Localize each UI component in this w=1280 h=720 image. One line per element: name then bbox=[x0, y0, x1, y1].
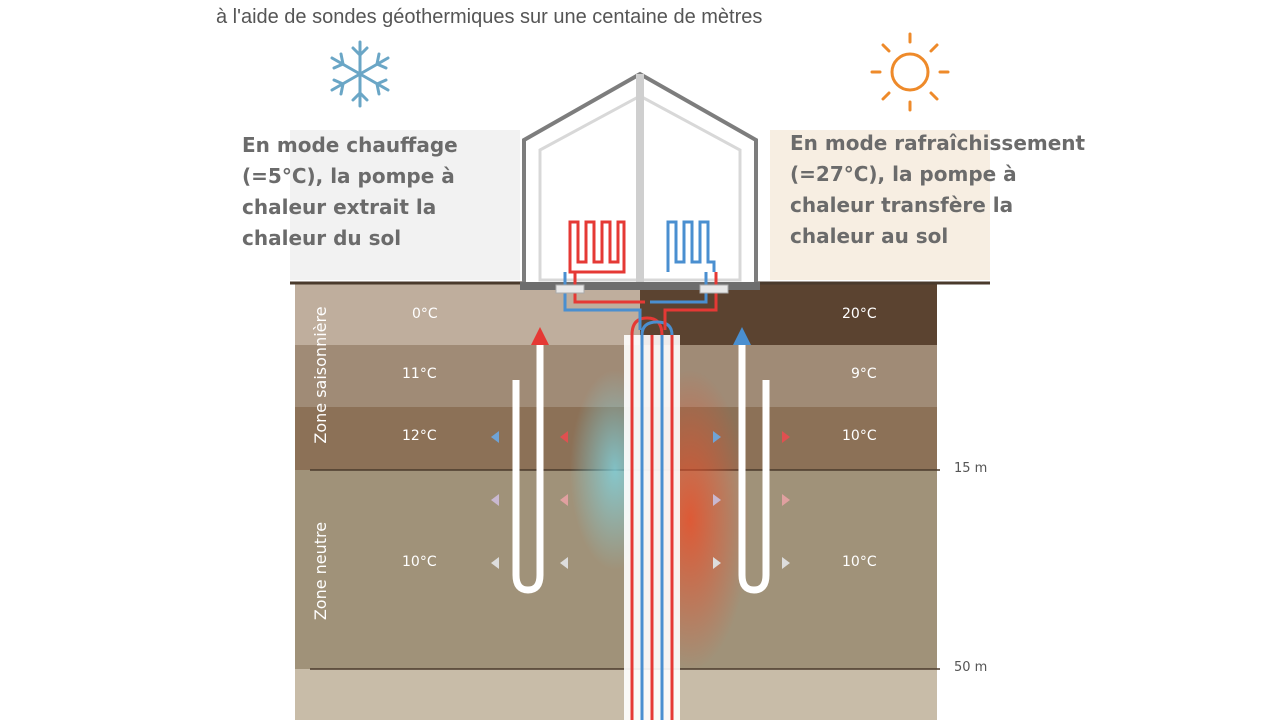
coil-cooling-right bbox=[666, 220, 716, 272]
loop-cooling bbox=[733, 327, 770, 594]
temp-left-surface: 0°C bbox=[412, 306, 438, 322]
pipe-right-blue bbox=[650, 272, 708, 304]
loop-heating bbox=[512, 327, 549, 594]
subtitle: à l'aide de sondes géothermiques sur une… bbox=[216, 6, 763, 28]
house bbox=[520, 71, 760, 290]
temp-right-mid: 9°C bbox=[851, 366, 877, 382]
heating-mode-text: En mode chauffage (=5°C), la pompe à cha… bbox=[242, 130, 458, 254]
temp-right-deep: 10°C bbox=[842, 428, 877, 444]
depth-label-50m: 50 m bbox=[954, 660, 988, 675]
temp-left-neutral: 10°C bbox=[402, 554, 437, 570]
cooling-mode-text: En mode rafraîchissement (=27°C), la pom… bbox=[790, 128, 1085, 252]
snowflake-icon bbox=[330, 40, 390, 108]
sky-tint-left bbox=[290, 130, 520, 280]
manifold-left bbox=[555, 284, 585, 294]
cooling-mode-line: chaleur transfère la bbox=[790, 193, 1014, 217]
depth-label-15m: 15 m bbox=[954, 461, 988, 476]
heating-mode-line: chaleur extrait la bbox=[242, 195, 437, 219]
cooling-mode-line: chaleur au sol bbox=[790, 224, 949, 248]
heat-flow-markers-left bbox=[491, 431, 568, 569]
layer-deep-zone bbox=[295, 669, 937, 720]
heating-mode-line: (=5°C), la pompe à bbox=[242, 164, 455, 188]
cooling-mode-line: (=27°C), la pompe à bbox=[790, 162, 1017, 186]
sun-icon bbox=[870, 32, 950, 112]
temp-left-deep: 12°C bbox=[402, 428, 437, 444]
heating-mode-line: En mode chauffage bbox=[242, 133, 458, 157]
layer-surface-right bbox=[640, 283, 937, 345]
temp-right-surface: 20°C bbox=[842, 306, 877, 322]
heat-flow-markers-right bbox=[713, 431, 790, 569]
manifold-right bbox=[699, 284, 729, 294]
temp-right-neutral: 10°C bbox=[842, 554, 877, 570]
borehole-loop-top bbox=[630, 316, 664, 336]
arrow-up-blue bbox=[733, 327, 751, 345]
zone-seasonal-label: Zone saisonnière bbox=[311, 306, 330, 444]
arrow-up-red bbox=[531, 327, 549, 345]
borehole-loop-top-2 bbox=[640, 320, 674, 336]
heating-mode-line: chaleur du sol bbox=[242, 226, 402, 250]
sky-tint-right bbox=[770, 130, 990, 280]
pipe-left-red bbox=[573, 272, 645, 304]
zone-neutral-label: Zone neutre bbox=[311, 521, 330, 621]
temp-left-mid: 11°C bbox=[402, 366, 437, 382]
coil-heating-left bbox=[568, 220, 626, 274]
cooling-mode-line: En mode rafraîchissement bbox=[790, 131, 1086, 155]
